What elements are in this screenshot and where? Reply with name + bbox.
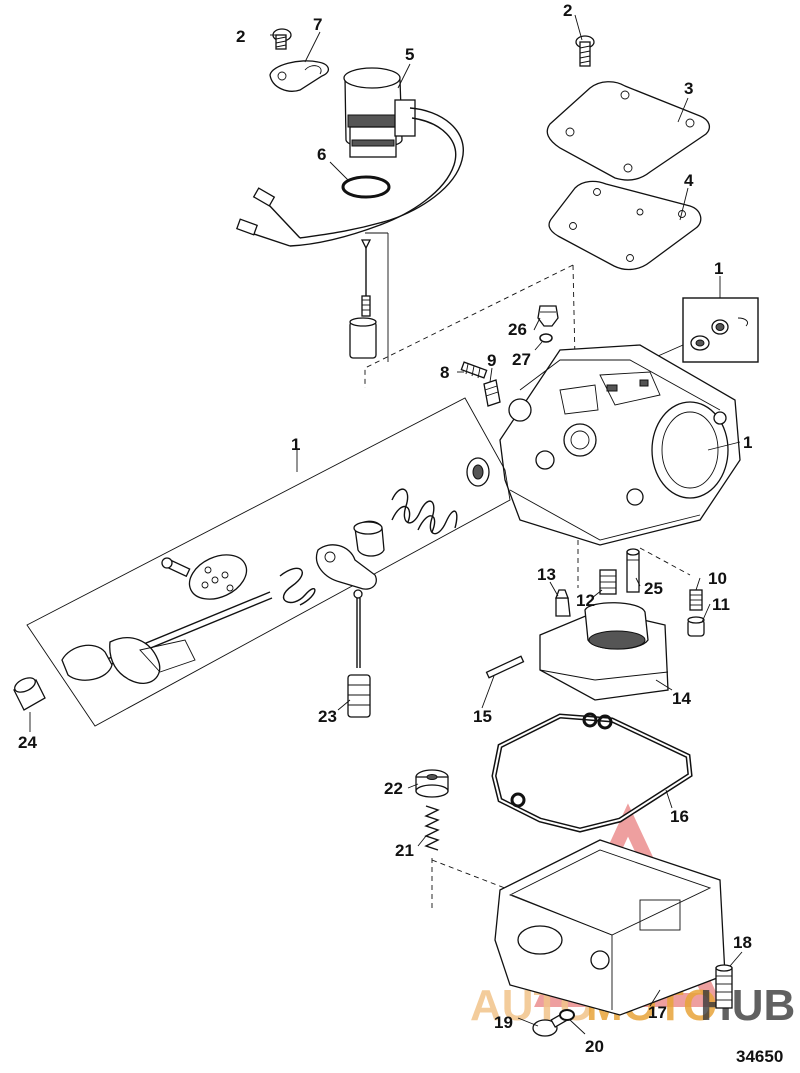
callout-13: 13: [537, 565, 556, 584]
piston-cup: [353, 520, 385, 557]
callout-4: 4: [684, 171, 694, 190]
pin-part-15: [485, 655, 525, 679]
leader-lines: [29, 14, 743, 1035]
leader-cover: [364, 264, 574, 388]
callout-27: 27: [512, 350, 531, 369]
needle-part-13: [555, 589, 571, 617]
spring-part-9: [483, 379, 501, 407]
callout-16: 16: [670, 807, 689, 826]
jet-part-12: [599, 569, 617, 595]
diaphragm-ring: [466, 457, 490, 487]
washer-part-20: [559, 1009, 575, 1021]
spring-large: [391, 488, 458, 535]
callout-20: 20: [585, 1037, 604, 1056]
callout-10: 10: [708, 569, 727, 588]
callout-22: 22: [384, 779, 403, 798]
solenoid-part-5: [235, 67, 464, 247]
throttle-shaft: [61, 591, 273, 684]
callout-7: 7: [313, 15, 322, 34]
spring-small: [279, 567, 316, 606]
valve-part-23: [347, 589, 371, 718]
screw-part-2-right: [575, 35, 595, 67]
o-ring-part-27: [539, 333, 553, 343]
screw-part-18: [715, 964, 733, 1009]
callout-2-left: 2: [236, 27, 245, 46]
callout-1-body: 1: [743, 433, 752, 452]
seal-kit-inset: [657, 297, 759, 363]
pilot-jet-part-25: [626, 548, 640, 593]
callout-26: 26: [508, 320, 527, 339]
cover-plate-part-3: [546, 81, 711, 181]
callout-5: 5: [405, 45, 414, 64]
cap-part-11: [687, 616, 705, 637]
float-bowl-part-17: [494, 839, 726, 1016]
callout-11: 11: [712, 595, 730, 614]
o-ring-part-6: [341, 175, 391, 199]
small-screw-left: [161, 557, 191, 578]
bracket-part-7: [269, 60, 329, 92]
callout-12: 12: [576, 591, 595, 610]
callout-1-left: 1: [291, 435, 300, 454]
cap-part-22: [415, 769, 449, 798]
screw-part-2-left: [272, 28, 292, 50]
gasket-part-4: [548, 180, 702, 271]
plate-disc: [188, 554, 248, 600]
callout-2-right: 2: [563, 1, 572, 20]
callout-18: 18: [733, 933, 752, 952]
watermark-text-hub: HUB: [700, 981, 795, 1030]
fitting-part-26: [537, 305, 559, 327]
screw-part-8: [460, 361, 488, 379]
figure-number: 34650: [736, 1047, 783, 1066]
kit-outline-left: [26, 397, 511, 727]
callout-3: 3: [684, 79, 693, 98]
callout-6: 6: [317, 145, 326, 164]
callout-labels: 2 7 5 6 2 3 4 1 26 27 8 9 1 1 13 12 25 1…: [18, 1, 752, 1056]
callout-25: 25: [644, 579, 663, 598]
float-part-14: [539, 602, 669, 701]
callout-15: 15: [473, 707, 492, 726]
carburetor-body-part-1: [499, 344, 741, 546]
spring-part-21: [424, 805, 440, 851]
lever-piece: [315, 544, 377, 590]
screw-part-10: [689, 589, 703, 611]
bushing-part-24: [13, 677, 46, 711]
callout-19: 19: [494, 1013, 513, 1032]
callout-14: 14: [672, 689, 691, 708]
callout-23: 23: [318, 707, 337, 726]
callout-21: 21: [395, 841, 414, 860]
callout-17: 17: [648, 1003, 667, 1022]
plunger-assembly: [349, 232, 389, 362]
callout-1-top-right: 1: [714, 259, 723, 278]
callout-8: 8: [440, 363, 449, 382]
callout-24: 24: [18, 733, 37, 752]
callout-9: 9: [487, 351, 496, 370]
gasket-part-16: [491, 712, 693, 833]
